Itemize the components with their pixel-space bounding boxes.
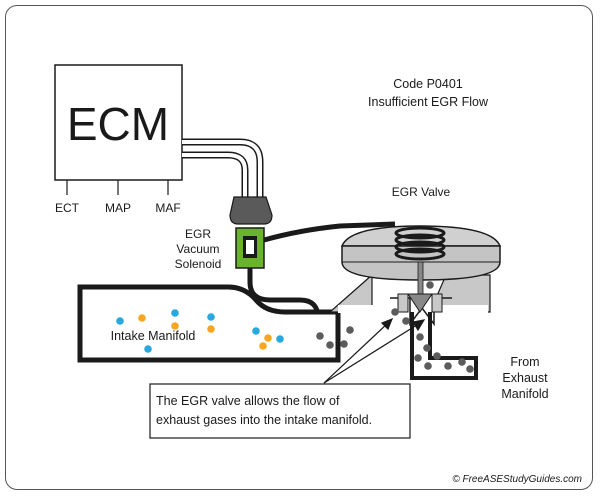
callout-arrows xyxy=(323,317,426,384)
air-particle xyxy=(116,317,124,325)
exhaust-pipe xyxy=(410,312,478,380)
fuel-particle xyxy=(259,342,267,350)
sensor-ect-label: ECT xyxy=(55,201,80,215)
ecm-wire-outline-b xyxy=(182,151,249,198)
fuel-particle xyxy=(171,322,179,330)
valve-spring xyxy=(394,226,446,261)
exhaust-particle xyxy=(340,340,348,348)
exhaust-particle xyxy=(416,333,424,341)
diagram-frame xyxy=(5,5,593,490)
code-label: Code P0401 xyxy=(393,77,463,91)
ecm-wire-fill-b xyxy=(182,153,247,198)
valve-stem xyxy=(417,261,424,297)
code-description: Insufficient EGR Flow xyxy=(368,95,489,109)
solenoid-connector xyxy=(229,196,273,225)
sensor-maf-label: MAF xyxy=(155,201,180,215)
exhaust-particle xyxy=(426,281,434,289)
exhaust-particle xyxy=(391,308,399,316)
exhaust-particle xyxy=(402,317,410,325)
exhaust-label-line3: Manifold xyxy=(501,387,548,401)
ecm-label: ECM xyxy=(67,98,169,150)
callout-line1: The EGR valve allows the flow of xyxy=(156,394,340,408)
callout-box xyxy=(149,383,411,439)
intake-particles xyxy=(116,309,284,353)
exhaust-particle xyxy=(424,362,432,370)
air-particle xyxy=(144,345,152,353)
solenoid-label-line3: Solenoid xyxy=(175,257,222,271)
intake-manifold xyxy=(77,284,341,363)
exhaust-particle xyxy=(316,332,324,340)
solenoid-label-line1: EGR xyxy=(185,227,211,241)
copyright-label: © FreeASEStudyGuides.com xyxy=(452,474,582,485)
air-particle xyxy=(207,313,215,321)
air-particle xyxy=(171,309,179,317)
sensor-map-label: MAP xyxy=(105,201,131,215)
exhaust-particle xyxy=(466,365,474,373)
valve-pintle xyxy=(407,293,433,313)
solenoid-label-line2: Vacuum xyxy=(176,242,219,256)
solenoid-port-inner xyxy=(246,240,254,254)
air-particle xyxy=(276,335,284,343)
vacuum-hose-to-valve xyxy=(263,221,396,243)
fuel-particle xyxy=(264,334,272,342)
ecm-wire-fill-a xyxy=(182,140,262,198)
exhaust-particle xyxy=(458,358,466,366)
exhaust-particle xyxy=(414,354,422,362)
valve-seat-left xyxy=(397,293,409,313)
exhaust-label-line2: Exhaust xyxy=(502,371,548,385)
exhaust-particle xyxy=(444,362,452,370)
vacuum-hose-to-intake xyxy=(247,268,321,319)
exhaust-particle xyxy=(326,341,334,349)
egr-valve-label: EGR Valve xyxy=(392,185,451,199)
fuel-particle xyxy=(207,325,215,333)
exhaust-particle xyxy=(346,326,354,334)
air-particle xyxy=(252,327,260,335)
exhaust-particle xyxy=(433,352,441,360)
fuel-particle xyxy=(138,314,146,322)
exhaust-particle xyxy=(423,344,431,352)
exhaust-particles xyxy=(316,281,474,373)
callout-line2: exhaust gases into the intake manifold. xyxy=(156,413,372,427)
intake-manifold-label: Intake Manifold xyxy=(111,329,196,343)
valve-gasket-gap xyxy=(338,305,488,313)
exhaust-label-line1: From xyxy=(510,355,539,369)
valve-seat-right xyxy=(431,293,443,313)
